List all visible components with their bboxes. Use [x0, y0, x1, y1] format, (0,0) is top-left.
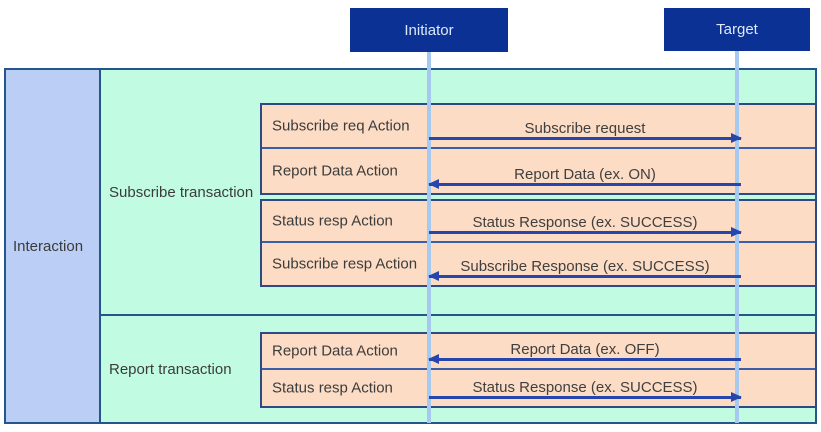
action-row: Status resp Action Status Response (ex. …: [262, 201, 815, 243]
action-row: Report Data Action Report Data (ex. OFF): [262, 334, 815, 370]
action-row: Subscribe req Action Subscribe request: [262, 105, 815, 149]
interaction-label: Interaction: [13, 237, 84, 255]
arrow-right-icon: [429, 133, 742, 143]
initiator-lifeline: [427, 52, 431, 423]
action-block: Subscribe req Action Subscribe request R…: [260, 103, 817, 195]
participant-initiator-label: Initiator: [404, 21, 454, 39]
action-row: Status resp Action Status Response (ex. …: [262, 370, 815, 406]
message-label: Status Response (ex. SUCCESS): [472, 214, 698, 231]
message-label: Report Data (ex. OFF): [510, 341, 660, 358]
action-block: Report Data Action Report Data (ex. OFF)…: [260, 332, 817, 408]
report-transaction-label: Report transaction: [109, 360, 232, 378]
participant-target-label: Target: [716, 21, 758, 38]
interaction-cell: Interaction: [4, 68, 101, 424]
action-label: Status resp Action: [272, 212, 393, 230]
action-label: Subscribe resp Action: [272, 255, 418, 273]
participant-target: Target: [664, 8, 810, 51]
arrow-left-icon: [428, 354, 741, 364]
action-label: Report Data Action: [272, 162, 398, 180]
message-label: Subscribe Response (ex. SUCCESS): [460, 258, 710, 275]
action-row: Subscribe resp Action Subscribe Response…: [262, 243, 815, 285]
participant-initiator: Initiator: [350, 8, 508, 52]
action-label: Status resp Action: [272, 379, 393, 397]
arrow-left-icon: [428, 179, 741, 189]
arrow-right-icon: [429, 227, 742, 237]
action-block: Status resp Action Status Response (ex. …: [260, 199, 817, 287]
action-label: Subscribe req Action: [272, 117, 410, 135]
message-label: Report Data (ex. ON): [514, 166, 656, 183]
subscribe-transaction-label: Subscribe transaction: [109, 183, 254, 201]
message-label: Subscribe request: [524, 120, 646, 137]
action-label: Report Data Action: [272, 342, 398, 360]
action-row: Report Data Action Report Data (ex. ON): [262, 149, 815, 193]
arrow-right-icon: [429, 392, 742, 402]
message-label: Status Response (ex. SUCCESS): [472, 379, 698, 396]
arrow-left-icon: [428, 271, 741, 281]
